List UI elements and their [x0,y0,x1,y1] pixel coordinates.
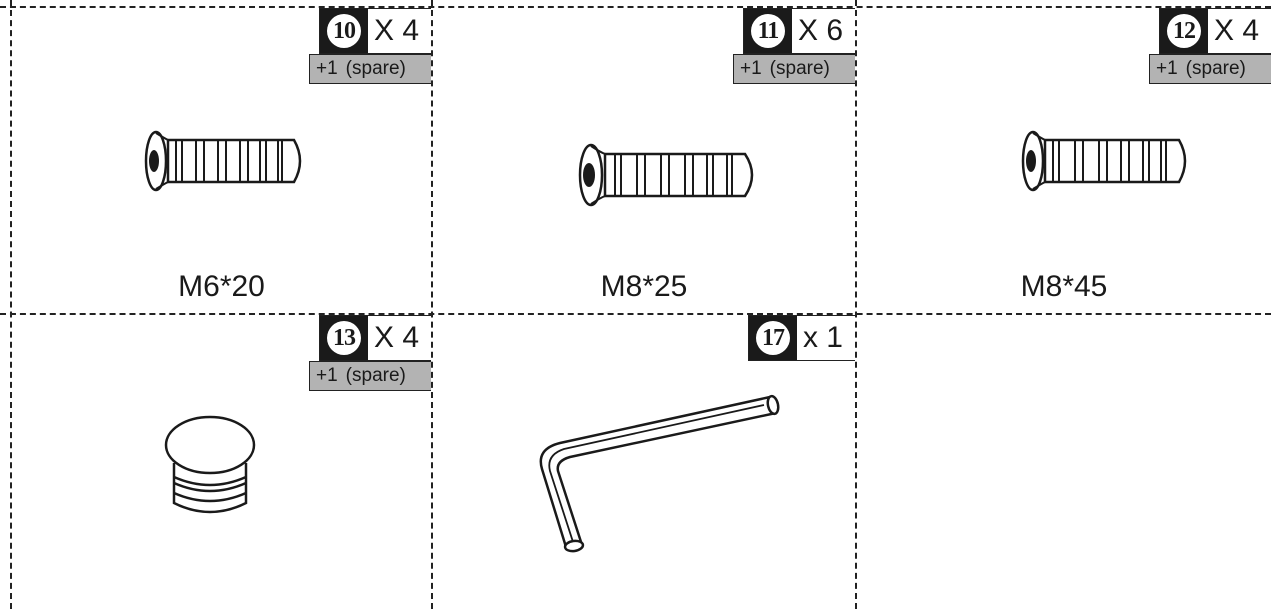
part-number-icon: 17 [748,316,797,360]
quantity: X 4 [373,321,419,354]
part-number: 12 [1166,14,1201,48]
part-number: 13 [326,321,361,355]
grid-line [855,0,857,609]
grid-line [431,0,433,609]
bolt-icon [578,143,754,207]
part-number-icon: 10 [319,9,368,53]
part-cell-10: 10 X 4 +1 (spare) M6*20 [12,8,431,313]
quantity-badge: 12 X 4 [1158,8,1271,54]
part-number: 11 [750,14,785,48]
spare-text: (spare) [769,58,830,79]
spare-count: +1 [1156,58,1178,79]
spare-label: +1 (spare) [309,361,431,391]
part-number-icon: 11 [743,9,792,53]
quantity-badge: 10 X 4 [318,8,431,54]
grid-line [0,313,1271,315]
end-cap-icon [164,415,256,514]
part-number-icon: 13 [319,316,368,360]
bolt-icon [144,130,302,192]
empty-cell [857,315,1271,609]
spare-label: +1 (spare) [733,54,855,84]
spare-count: +1 [316,58,338,79]
spare-label: +1 (spare) [1149,54,1271,84]
bolt-size-label: M8*45 [1020,270,1108,303]
quantity-badge: 13 X 4 [318,315,431,361]
quantity: X 4 [373,14,419,47]
part-number-icon: 12 [1159,9,1208,53]
spare-text: (spare) [1185,58,1246,79]
grid-line [0,6,1271,8]
quantity: X 4 [1213,14,1259,47]
spare-text: (spare) [345,58,406,79]
allen-key-icon [539,394,780,553]
bolt-icon [1021,130,1187,192]
part-number: 17 [755,321,790,355]
bolt-size-label: M6*20 [178,270,265,303]
bolt-size-label: M8*25 [600,270,688,303]
quantity: X 6 [797,14,843,47]
spare-label: +1 (spare) [309,54,431,84]
quantity: x 1 [802,321,843,354]
part-cell-13: 13 X 4 +1 (spare) [12,315,431,609]
spare-count: +1 [740,58,762,79]
part-number: 10 [326,14,361,48]
part-cell-11: 11 X 6 +1 (spare) M8*25 [433,8,855,313]
grid-line [10,0,12,609]
quantity-badge: 11 X 6 [742,8,855,54]
spare-count: +1 [316,365,338,386]
spare-text: (spare) [345,365,406,386]
quantity-badge: 17 x 1 [747,315,855,361]
part-cell-12: 12 X 4 +1 (spare) M8*45 [857,8,1271,313]
part-cell-17: 17 x 1 [433,315,855,609]
